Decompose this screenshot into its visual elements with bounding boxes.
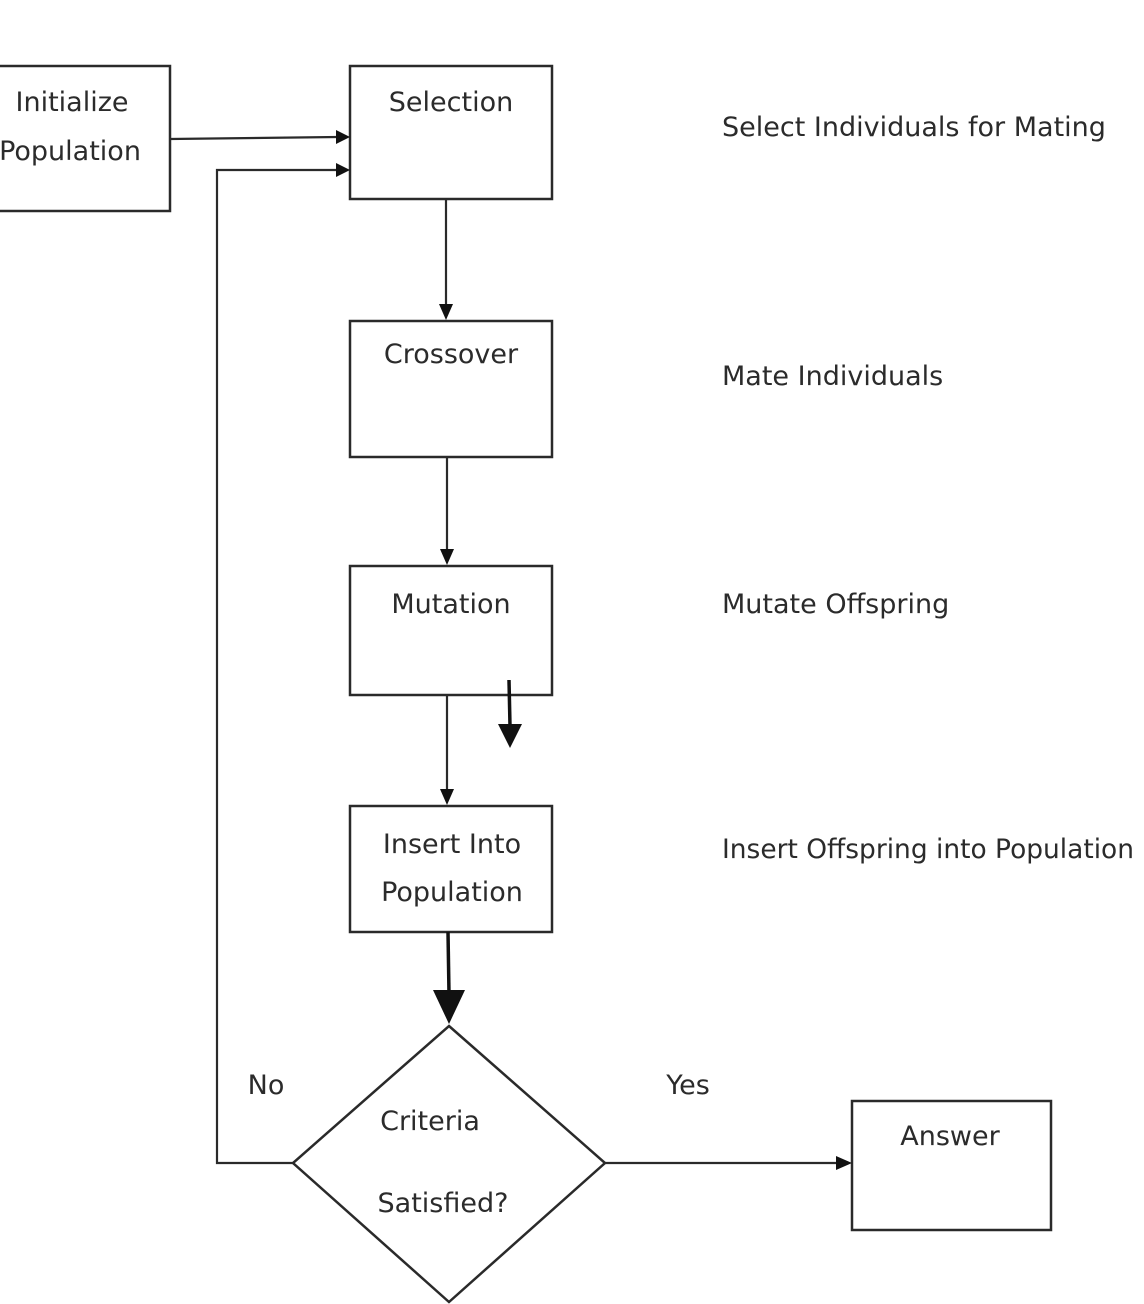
crossover-label: Crossover <box>384 339 519 370</box>
arrow-loop-back-to-selection <box>215 163 350 1165</box>
selection-node: Selection <box>348 64 554 201</box>
initialize-population-label-line2: Population <box>0 136 141 167</box>
insert-into-population-label-line1: Insert Into <box>383 829 521 860</box>
arrow-criteria-to-answer <box>605 1156 852 1170</box>
selection-label: Selection <box>389 87 513 118</box>
insert-into-population-box <box>348 804 554 934</box>
arrow-selection-to-crossover <box>439 199 453 320</box>
branch-label-no: No <box>248 1070 285 1101</box>
crossover-node: Crossover <box>348 319 554 459</box>
insert-into-population-label-line2: Population <box>381 877 523 908</box>
mutation-node: Mutation <box>348 564 554 697</box>
insert-description: Insert Offspring into Population <box>722 834 1134 865</box>
mutation-label: Mutation <box>391 589 510 620</box>
branch-label-yes: Yes <box>665 1070 710 1101</box>
answer-node: Answer <box>850 1099 1053 1232</box>
selection-description: Select Individuals for Mating <box>722 112 1106 143</box>
arrow-initialize-to-selection <box>169 130 350 144</box>
answer-label: Answer <box>900 1121 1000 1152</box>
criteria-satisfied-decision: Criteria Satisfied? <box>291 1024 607 1304</box>
insert-into-population-node: Insert Into Population <box>348 804 554 934</box>
stray-down-arrow <box>498 679 522 748</box>
criteria-label-line1: Criteria <box>380 1106 480 1137</box>
criteria-label-line2: Satisfied? <box>378 1188 509 1219</box>
answer-box <box>850 1099 1053 1232</box>
initialize-population-box <box>0 64 172 213</box>
mutation-box <box>348 564 554 697</box>
initialize-population-label-line1: Initialize <box>16 87 129 118</box>
initialize-population-node: Initialize Population <box>0 64 172 213</box>
arrow-mutation-to-insert <box>440 695 454 805</box>
arrow-insert-to-criteria <box>433 931 465 1024</box>
arrow-crossover-to-mutation <box>440 457 454 565</box>
mutation-description: Mutate Offspring <box>722 589 949 620</box>
selection-box <box>348 64 554 201</box>
criteria-diamond <box>291 1024 607 1304</box>
crossover-box <box>348 319 554 459</box>
crossover-description: Mate Individuals <box>722 361 943 392</box>
